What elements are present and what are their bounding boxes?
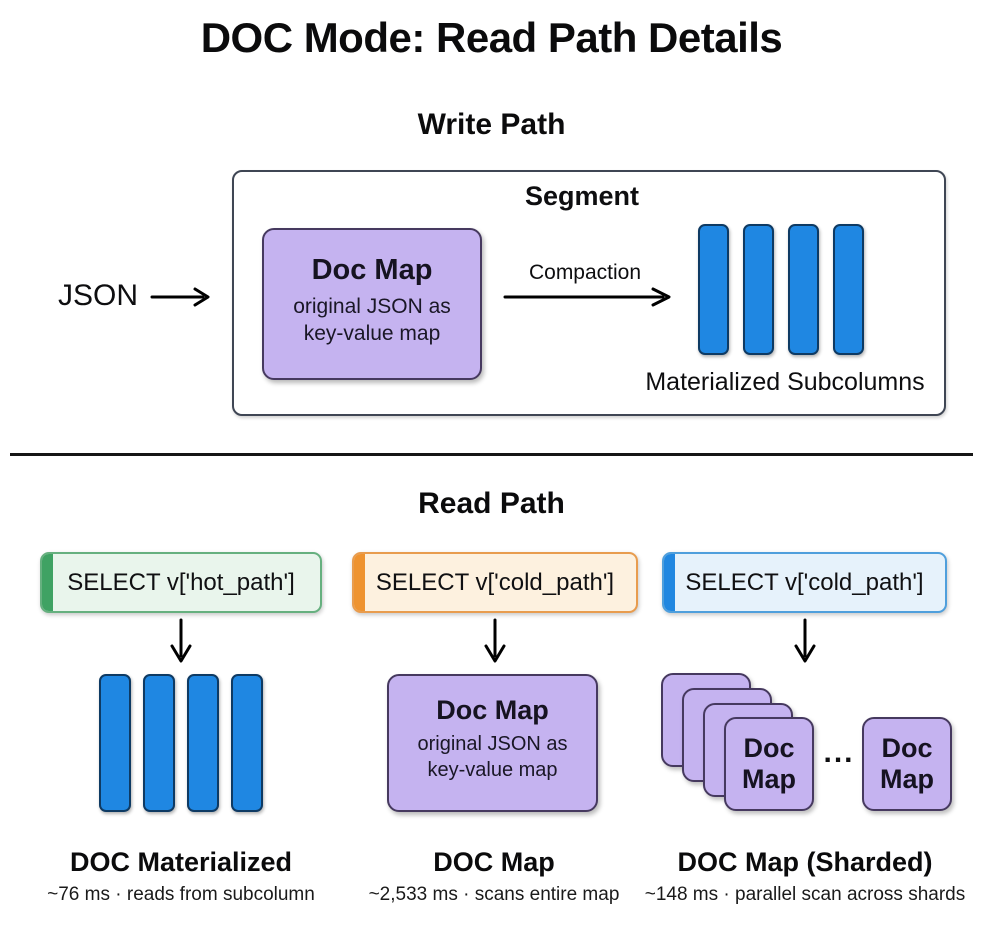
subcolumn-bar bbox=[743, 224, 774, 355]
query-box-hot-path: SELECT v['hot_path'] bbox=[40, 552, 322, 613]
read-subcolumn-bars bbox=[99, 674, 263, 812]
read-doc-map-box: Doc Map original JSON as key-value map bbox=[387, 674, 598, 812]
subcolumn-bar bbox=[231, 674, 263, 812]
query-accent-bar-green bbox=[42, 554, 53, 611]
down-arrow-doc-map bbox=[484, 618, 506, 663]
materialized-subcolumns-label: Materialized Subcolumns bbox=[645, 368, 925, 396]
write-doc-map-box: Doc Map original JSON as key-value map bbox=[262, 228, 482, 380]
write-doc-map-subtitle: original JSON as key-value map bbox=[293, 295, 451, 345]
compaction-label: Compaction bbox=[528, 261, 642, 284]
result-stats-sharded: ~148 ms · parallel scan across shards bbox=[644, 884, 966, 905]
down-arrow-sharded bbox=[794, 618, 816, 663]
write-path-heading: Write Path bbox=[417, 108, 566, 141]
result-stats-doc-map: ~2,533 ms · scans entire map bbox=[368, 884, 620, 905]
page-title: DOC Mode: Read Path Details bbox=[200, 14, 783, 61]
result-stats-materialized: ~76 ms · reads from subcolumn bbox=[47, 884, 315, 905]
subcolumn-bar bbox=[788, 224, 819, 355]
query-box-cold-path-sharded: SELECT v['cold_path'] bbox=[662, 552, 947, 613]
shard-ellipsis: ... bbox=[823, 736, 855, 769]
query-box-cold-path-map: SELECT v['cold_path'] bbox=[352, 552, 638, 613]
query-text: SELECT v['hot_path'] bbox=[67, 568, 295, 596]
write-subcolumn-bars bbox=[698, 224, 864, 355]
query-text: SELECT v['cold_path'] bbox=[375, 568, 615, 596]
write-doc-map-title: Doc Map bbox=[311, 254, 433, 286]
read-doc-map-title: Doc Map bbox=[436, 695, 549, 725]
read-path-heading: Read Path bbox=[418, 487, 565, 520]
shard-card-front: Doc Map bbox=[724, 717, 814, 811]
query-accent-bar-blue bbox=[664, 554, 675, 611]
json-to-segment-arrow bbox=[150, 287, 210, 307]
json-input-label: JSON bbox=[58, 279, 139, 312]
subcolumn-bar bbox=[99, 674, 131, 812]
shard-card-single: Doc Map bbox=[862, 717, 952, 811]
result-label-doc-map: DOC Map bbox=[433, 847, 555, 877]
compaction-arrow bbox=[503, 287, 671, 307]
subcolumn-bar bbox=[187, 674, 219, 812]
subcolumn-bar bbox=[143, 674, 175, 812]
section-divider bbox=[10, 453, 973, 456]
result-label-materialized: DOC Materialized bbox=[69, 847, 293, 877]
read-doc-map-subtitle: original JSON as key-value map bbox=[417, 733, 568, 781]
subcolumn-bar bbox=[833, 224, 864, 355]
segment-label: Segment bbox=[524, 181, 640, 211]
down-arrow-materialized bbox=[170, 618, 192, 663]
query-text: SELECT v['cold_path'] bbox=[685, 568, 924, 596]
query-accent-bar-orange bbox=[354, 554, 365, 611]
result-label-sharded: DOC Map (Sharded) bbox=[677, 847, 933, 877]
subcolumn-bar bbox=[698, 224, 729, 355]
